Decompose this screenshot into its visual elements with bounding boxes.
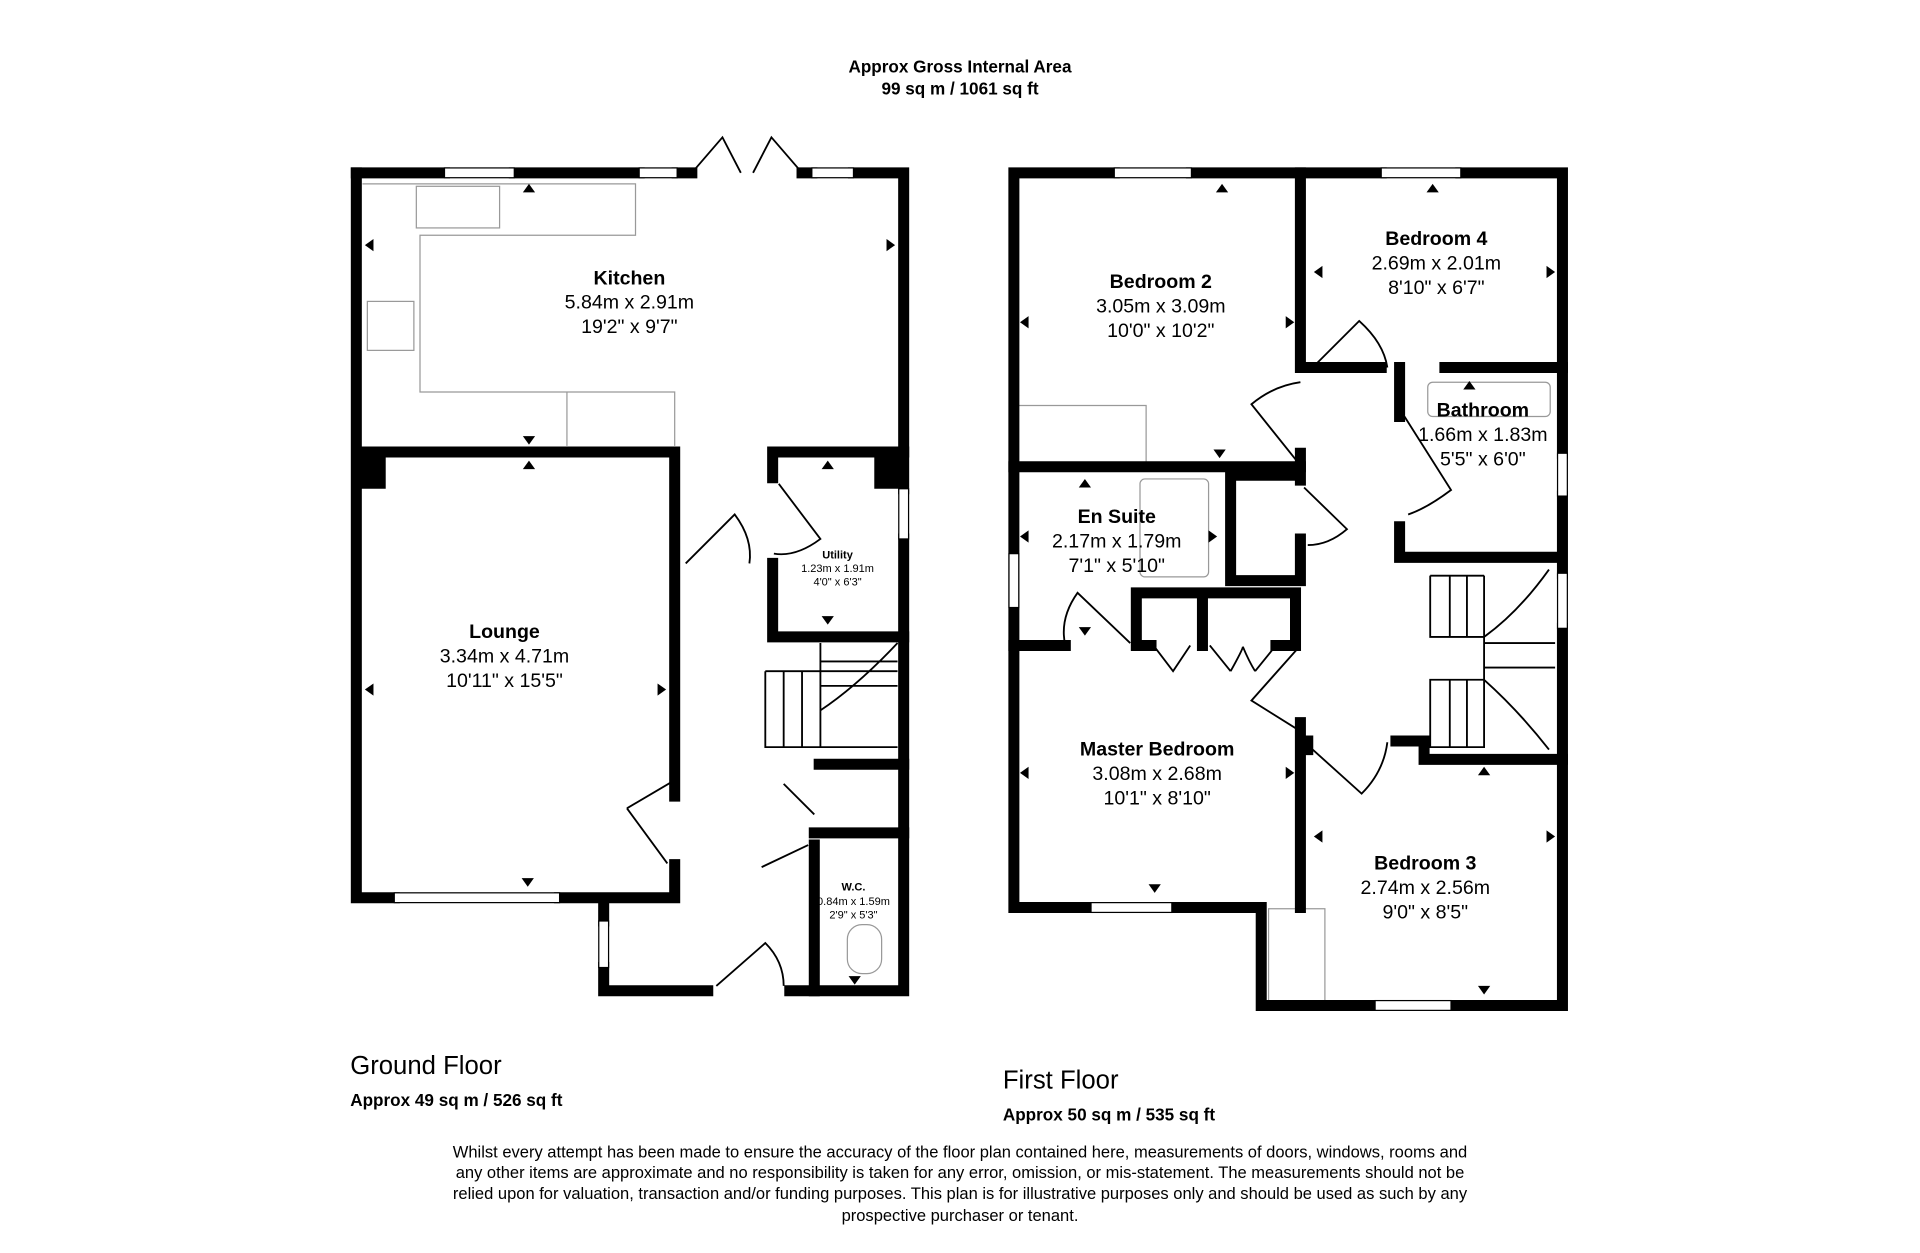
door [1250,644,1302,732]
room-dimensions-imperial: 7'1" x 5'10" [1068,555,1165,577]
door [1312,742,1389,795]
room-name: Bedroom 2 [1110,271,1212,293]
bath-icon [1427,381,1551,418]
door [1250,381,1302,467]
worktop [1016,404,1147,464]
room-name: Kitchen [593,267,665,289]
room-en-suite: En Suite 2.17m x 1.79m 7'1" x 5'10" [1052,506,1181,577]
window [1380,167,1462,179]
room-lounge: Lounge 3.34m x 4.71m 10'11" x 15'5" [440,621,570,692]
window [1008,553,1020,609]
room-name: W.C. [842,881,866,893]
room-kitchen: Kitchen 5.84m x 2.91m 19'2" x 9'7" [565,267,695,338]
room-dimensions-metric: 3.05m x 3.09m [1096,295,1226,317]
disclaimer-line: relied upon for valuation, transaction a… [453,1184,1468,1203]
room-dimensions-imperial: 10'0" x 10'2" [1107,320,1214,342]
door [715,941,785,987]
room-dimensions-imperial: 19'2" x 9'7" [581,316,678,338]
room-name: Lounge [469,621,540,643]
window [1556,572,1568,629]
wardrobe [1267,908,1326,1003]
window [1374,999,1452,1011]
french-doors [691,135,803,174]
door [1312,319,1389,369]
room-dimensions-imperial: 10'11" x 15'5" [446,670,563,692]
room-name: Utility [822,550,853,562]
gross-area-title: Approx Gross Internal Area [848,56,1071,76]
room-bedroom-2: Bedroom 2 3.05m x 3.09m 10'0" x 10'2" [1096,271,1226,342]
room-name: En Suite [1078,506,1156,528]
room-dimensions-metric: 2.74m x 2.56m [1361,877,1491,899]
sink-icon [415,185,501,229]
door [761,783,815,868]
disclaimer-line: prospective purchaser or tenant. [842,1206,1079,1225]
room-bathroom: Bathroom 1.66m x 1.83m 5'5" x 6'0" [1418,400,1548,471]
bath-icon [1139,478,1210,578]
window [1090,902,1173,914]
room-bedroom-3: Bedroom 3 2.74m x 2.56m 9'0" x 8'5" [1361,853,1491,924]
room-wc: W.C. 0.84m x 1.59m 2'9" x 5'3" [817,881,890,921]
room-dimensions-metric: 1.66m x 1.83m [1418,424,1548,446]
window [1113,167,1193,179]
door [626,779,676,864]
disclaimer-line: any other items are approximate and no r… [456,1163,1465,1182]
window [598,920,610,969]
room-dimensions-imperial: 9'0" x 8'5" [1383,902,1469,924]
disclaimer-line: Whilst every attempt has been made to en… [453,1142,1467,1161]
room-dimensions-imperial: 2'9" x 5'3" [829,910,877,922]
window [393,892,561,904]
ground-floor-label: Ground Floor [350,1052,502,1080]
room-name: Master Bedroom [1080,739,1234,761]
room-dimensions-imperial: 8'10" x 6'7" [1388,277,1485,299]
toilet-icon [846,924,883,975]
window [811,167,855,179]
door [1403,416,1453,516]
room-name: Bedroom 3 [1374,853,1476,875]
kitchen-worktop [362,183,676,446]
ground-floor-plan: Kitchen 5.84m x 2.91m 19'2" x 9'7" Loung… [350,135,910,997]
window [898,488,910,540]
door [1303,486,1349,546]
door [685,513,751,565]
room-dimensions-imperial: 4'0" x 6'3" [813,576,861,588]
hob-icon [366,300,415,351]
room-utility: Utility 1.23m x 1.91m 4'0" x 6'3" [801,550,874,589]
cupboard-doors [1152,644,1277,673]
room-dimensions-metric: 1.23m x 1.91m [801,563,874,575]
room-name: Bathroom [1437,400,1529,422]
room-dimensions-metric: 3.34m x 4.71m [440,646,570,668]
window [1556,452,1568,497]
room-dimensions-metric: 5.84m x 2.91m [565,292,695,314]
window [638,167,678,179]
window [443,167,515,179]
room-dimensions-metric: 2.17m x 1.79m [1052,531,1181,553]
door [773,483,822,556]
room-bedroom-4: Bedroom 4 2.69m x 2.01m 8'10" x 6'7" [1372,228,1502,299]
first-floor-label: First Floor [1003,1067,1119,1095]
room-dimensions-metric: 0.84m x 1.59m [817,896,890,908]
room-name: Bedroom 4 [1385,228,1487,250]
gross-area-value: 99 sq m / 1061 sq ft [881,78,1038,98]
room-dimensions-metric: 2.69m x 2.01m [1372,253,1502,275]
first-floor-area: Approx 50 sq m / 535 sq ft [1003,1105,1216,1125]
disclaimer: Whilst every attempt has been made to en… [453,1142,1468,1225]
first-floor-plan: Bedroom 2 3.05m x 3.09m 10'0" x 10'2" Be… [1008,167,1568,1011]
room-dimensions-imperial: 5'5" x 6'0" [1440,448,1526,470]
room-master-bedroom: Master Bedroom 3.08m x 2.68m 10'1" x 8'1… [1080,739,1234,810]
door [1062,591,1131,646]
ground-floor-area: Approx 49 sq m / 526 sq ft [350,1090,563,1110]
room-dimensions-imperial: 10'1" x 8'10" [1103,788,1210,810]
room-dimensions-metric: 3.08m x 2.68m [1092,763,1222,785]
